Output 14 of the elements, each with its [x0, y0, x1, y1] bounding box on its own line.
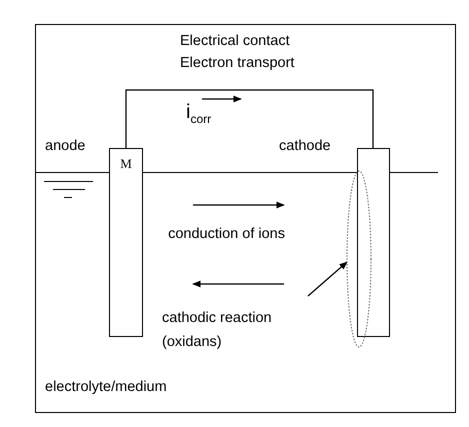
electrode-bar: [109, 148, 143, 337]
dotted-ellipse: [346, 170, 372, 348]
heading-text: Electrical contact: [180, 32, 290, 51]
electrode-name: cathode: [279, 137, 331, 156]
electrode-name: anode: [45, 137, 86, 156]
arrow: [308, 261, 348, 296]
wire: [125, 89, 374, 148]
heading-text: Electron transport: [180, 54, 294, 73]
electrode-bar: [357, 148, 390, 337]
current-label: i$_{corr}$: [186, 100, 212, 128]
medium-label: electrolyte/medium: [45, 378, 167, 397]
annotation-text: conduction of ions: [167, 225, 285, 244]
annotation-text: cathodic reaction (oxidans): [162, 306, 312, 354]
electrode-label: M: [119, 156, 133, 171]
